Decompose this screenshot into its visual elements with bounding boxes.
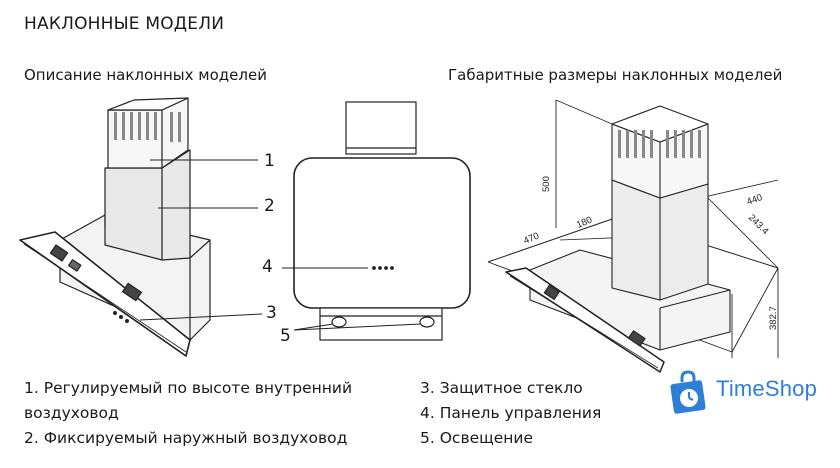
dim-243-4: 243.4 (746, 212, 771, 237)
callout-3: 3 (266, 303, 277, 323)
callout-1: 1 (264, 151, 275, 171)
dim-180: 180 (575, 215, 594, 231)
front-hood-drawing (282, 101, 471, 341)
dimension-drawing (487, 99, 779, 373)
shopping-bag-clock-icon (670, 370, 706, 414)
legend-item-4: 4. Панель управления (420, 404, 602, 422)
left-hood-drawing (19, 97, 263, 357)
dim-440: 440 (745, 192, 764, 208)
legend-left: 1. Регулируемый по высоте внутренний воз… (24, 376, 352, 451)
subtitle-description: Описание наклонных моделей (24, 66, 267, 84)
legend-item-5: 5. Освещение (420, 429, 533, 447)
legend-right: 3. Защитное стекло 4. Панель управления … (420, 376, 601, 451)
dim-500: 500 (541, 176, 552, 192)
legend-item-2: 2. Фиксируемый наружный воздуховод (24, 429, 348, 447)
legend-item-1-cont: воздуховод (24, 404, 119, 422)
legend-item-3: 3. Защитное стекло (420, 379, 583, 397)
subtitle-dimensions: Габаритные размеры наклонных моделей (448, 66, 783, 84)
legend-item-1: 1. Регулируемый по высоте внутренний (24, 379, 353, 397)
brand-name: TimeShop (716, 376, 818, 401)
page-title: НАКЛОННЫЕ МОДЕЛИ (24, 14, 225, 34)
callout-2: 2 (264, 196, 275, 216)
callout-4: 4 (262, 257, 273, 277)
brand-logo: TimeShop (668, 368, 817, 420)
callout-5: 5 (280, 326, 291, 346)
dim-382-7: 382.7 (768, 306, 779, 330)
